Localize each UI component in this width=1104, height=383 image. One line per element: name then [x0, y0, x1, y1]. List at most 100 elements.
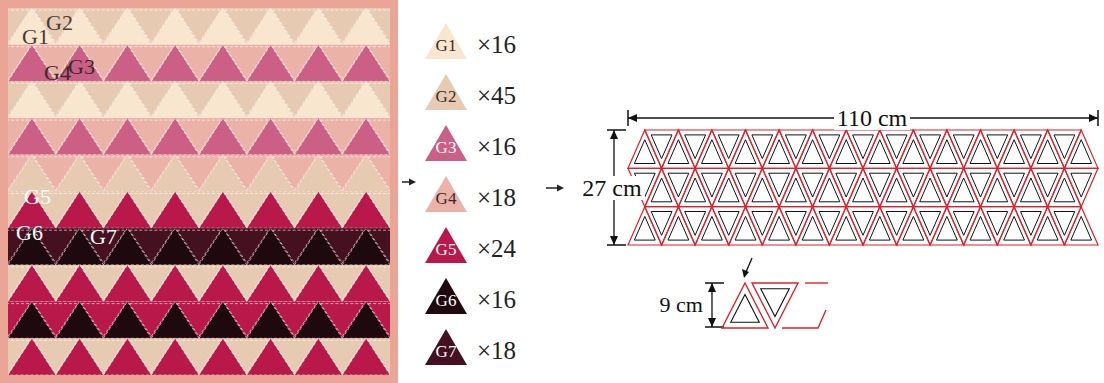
fabric-triangle — [712, 207, 746, 245]
seam-line — [225, 194, 269, 227]
cut-triangle — [886, 178, 907, 202]
seam-line — [225, 340, 269, 373]
cut-triangle — [937, 216, 958, 240]
quilt-triangle — [199, 228, 247, 265]
fabric-triangle — [964, 168, 998, 206]
quilt-triangle — [247, 228, 295, 265]
cut-triangle — [769, 216, 790, 240]
quilt-triangle — [247, 265, 295, 302]
cut-triangle — [1054, 212, 1075, 236]
cut-triangle — [1054, 135, 1075, 159]
quilt-triangle — [151, 155, 199, 192]
quilt-triangle — [247, 45, 295, 82]
cut-triangle — [702, 140, 723, 164]
seam-line — [129, 230, 173, 263]
seam-line — [34, 157, 78, 190]
quilt-band — [8, 302, 390, 339]
cut-triangle — [920, 135, 941, 159]
fabric-triangle — [645, 207, 679, 245]
fabric-triangle — [947, 168, 981, 206]
quilt-triangle — [342, 118, 390, 155]
fabric-triangle — [752, 283, 798, 328]
quilt-triangle — [104, 81, 152, 118]
quilt-triangle — [247, 155, 295, 192]
seam-line — [225, 230, 269, 263]
quilt-triangle — [247, 118, 295, 155]
dimension-arrow — [610, 236, 618, 245]
count-label: ×16 — [477, 287, 516, 312]
seam-line — [129, 47, 173, 80]
cut-triangle — [752, 212, 773, 236]
seam-line — [129, 304, 173, 337]
cut-triangle — [853, 178, 874, 202]
cut-triangle — [718, 135, 739, 159]
cut-triangle — [1071, 140, 1092, 164]
seam-line — [225, 304, 269, 337]
seam-line — [8, 83, 30, 116]
fabric-triangle — [829, 168, 863, 206]
dimension-arrow — [610, 130, 618, 139]
quilt-triangle — [56, 192, 104, 229]
seam-line — [320, 83, 364, 116]
quilt-triangle — [199, 338, 247, 375]
fabric-triangle — [762, 207, 796, 245]
cut-triangle — [718, 212, 739, 236]
fabric-triangle — [964, 207, 998, 245]
fabric-triangle — [997, 168, 1031, 206]
quilt-triangle — [104, 302, 152, 339]
seam-line — [273, 83, 317, 116]
cut-triangle — [735, 140, 756, 164]
fabric-triangle — [746, 207, 780, 245]
quilt-triangle — [199, 302, 247, 339]
seam-line — [368, 120, 390, 153]
fabric-triangle — [645, 168, 679, 206]
quilt-triangle — [199, 192, 247, 229]
seam-line — [177, 194, 221, 227]
fabric-triangle — [779, 130, 813, 168]
fabric-triangle — [796, 130, 830, 168]
fabric-triangle — [762, 130, 796, 168]
quilt-triangle — [342, 81, 390, 118]
cut-triangle — [685, 135, 706, 159]
seam-line — [320, 340, 364, 373]
cut-triangle — [1004, 216, 1025, 240]
fabric-triangle — [796, 207, 830, 245]
count-label: ×45 — [477, 83, 516, 108]
fabric-triangle — [1048, 130, 1082, 168]
seam-line — [177, 157, 221, 190]
cut-triangle — [1004, 140, 1025, 164]
cut-triangle — [886, 135, 907, 159]
part-label: G6 — [16, 222, 43, 244]
quilt-triangle — [247, 81, 295, 118]
extension-line — [705, 326, 724, 328]
seam-line — [34, 83, 78, 116]
quilt-triangle — [295, 45, 343, 82]
cut-triangle — [1071, 173, 1092, 197]
seam-line — [34, 120, 78, 153]
cut-triangle — [718, 178, 739, 202]
cut-triangle — [1037, 173, 1058, 197]
quilt-triangle — [104, 338, 152, 375]
dimension-label: 9 cm — [657, 294, 706, 316]
cut-triangle — [987, 135, 1008, 159]
cut-triangle — [785, 135, 806, 159]
fabric-triangle — [846, 207, 880, 245]
cut-triangle — [668, 173, 689, 197]
seam-line — [8, 157, 30, 190]
fabric-triangle — [829, 207, 863, 245]
cut-triangle — [752, 178, 773, 202]
fabric-triangle — [897, 130, 931, 168]
seam-line — [82, 340, 126, 373]
seam-line — [225, 83, 269, 116]
cut-triangle — [668, 140, 689, 164]
cut-triangle — [970, 216, 991, 240]
extension-line — [607, 129, 626, 131]
seam-line — [320, 230, 364, 263]
fabric-triangle — [997, 130, 1031, 168]
cut-triangle — [685, 178, 706, 202]
quilt-triangle — [295, 155, 343, 192]
seam-line — [320, 10, 364, 43]
count-label: ×24 — [477, 236, 516, 261]
quilt-triangle — [295, 8, 343, 45]
cut-triangle — [752, 135, 773, 159]
